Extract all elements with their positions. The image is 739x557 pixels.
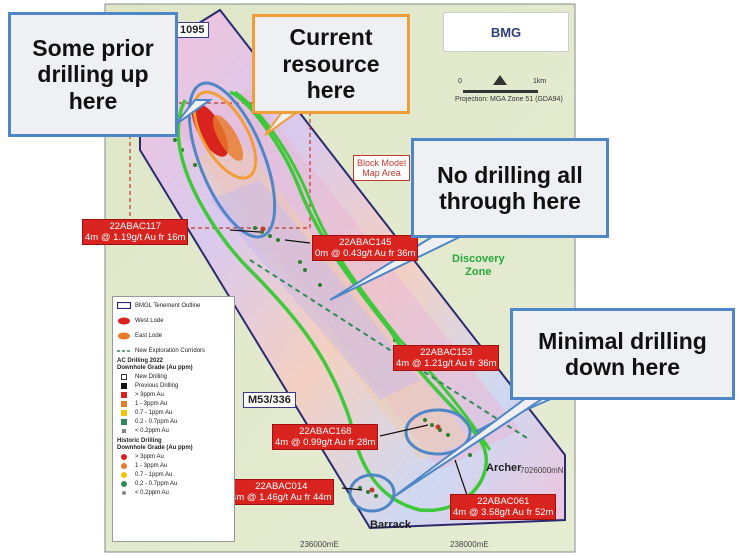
tenement-label-top: 1095 — [175, 22, 210, 38]
drill-id: 22ABAC014 — [255, 481, 308, 492]
axis-e2: 238000mE — [450, 540, 489, 549]
legend-row: < 0.2ppm Au — [117, 488, 230, 497]
current-resource-ellipse — [192, 90, 258, 180]
legend-ac-item: < 0.2ppm Au — [135, 427, 169, 434]
legend-ac-item: 1 - 3ppm Au — [135, 400, 168, 407]
legend-hist-item: < 0.2ppm Au — [135, 489, 169, 496]
callout-minimal-text: Minimal drilling down here — [538, 327, 707, 380]
drill-label-014: 22ABAC014 4m @ 1.46g/t Au fr 44m — [228, 479, 335, 505]
block-model-area — [129, 102, 311, 229]
legend-hist-item: 1 - 3ppm Au — [135, 462, 168, 469]
drill-id: 22ABAC061 — [477, 496, 530, 507]
legend-ac-item: Previous Drilling — [135, 382, 179, 389]
pointer-prior — [174, 99, 214, 126]
scale-zero: 0 — [458, 78, 462, 85]
callout-minimal-drilling: Minimal drilling down here — [510, 308, 735, 400]
west-lode — [191, 103, 229, 157]
prior-drilling-ellipse — [187, 81, 277, 239]
legend-hist-item: > 3ppm Au — [135, 453, 164, 460]
legend-row: New Drilling — [117, 372, 230, 381]
archer-label: Archer — [486, 462, 522, 474]
legend-row: 1 - 3ppm Au — [117, 399, 230, 408]
drill-result: 4m @ 1.46g/t Au fr 44m — [231, 492, 332, 503]
axis-n1: 7026000mN — [520, 466, 564, 475]
legend-hist-item: 0.2 - 0.7ppm Au — [135, 480, 178, 487]
legend-row: New Exploration Corridors — [117, 346, 230, 355]
legend-ac-item: > 3ppm Au — [135, 391, 164, 398]
legend-row: Previous Drilling — [117, 381, 230, 390]
legend-ac-item: New Drilling — [135, 373, 168, 380]
drill-result: 4m @ 3.58g/t Au fr 52m — [453, 507, 554, 518]
bmg-logo: BMG — [443, 12, 569, 52]
drill-result: 4m @ 1.21g/t Au fr 36m — [396, 358, 497, 369]
axis-e1: 236000mE — [300, 540, 339, 549]
legend-ac-item: 0.2 - 0.7ppm Au — [135, 418, 178, 425]
legend-row: 1 - 3ppm Au — [117, 461, 230, 470]
east-lode — [212, 115, 244, 161]
drill-label-061: 22ABAC061 4m @ 3.58g/t Au fr 52m — [450, 494, 557, 520]
tenement-label: M53/336 — [243, 392, 296, 408]
legend-hist-item: 0.7 - 1ppm Au — [135, 471, 173, 478]
legend-row: 0.2 - 0.7ppm Au — [117, 479, 230, 488]
legend-row: 0.7 - 1ppm Au — [117, 408, 230, 417]
drill-result: 4m @ 1.19g/t Au fr 16m — [85, 232, 186, 243]
block-model-label: Block Model Map Area — [353, 155, 411, 181]
barrack-label: Barrack — [370, 519, 411, 531]
drill-label-117: 22ABAC117 4m @ 1.19g/t Au fr 16m — [82, 219, 189, 245]
minimal-drilling-ellipse-1 — [404, 408, 472, 456]
scale-one: 1km — [533, 78, 547, 85]
callout-no-drilling: No drilling all through here — [411, 138, 609, 238]
legend-hist-header: Historic Drilling Downhole Grade (Au ppm… — [117, 438, 193, 451]
callout-prior-text: Some prior drilling up here — [32, 34, 154, 114]
drill-result: 4m @ 0.99g/t Au fr 28m — [275, 437, 376, 448]
callout-current-resource: Current resource here — [252, 14, 410, 114]
drill-id: 22ABAC145 — [339, 237, 392, 248]
legend-tenement: BMGL Tenement Outline — [135, 302, 201, 309]
drill-holes — [173, 138, 472, 498]
legend-corridors: New Exploration Corridors — [135, 347, 206, 354]
legend-west-lode: West Lode — [135, 317, 164, 324]
logo-text: BMG — [490, 24, 522, 40]
new-exploration-corridor — [249, 259, 531, 441]
legend-row: BMGL Tenement Outline — [117, 301, 230, 310]
map-legend: BMGL Tenement Outline West Lode East Lod… — [112, 296, 235, 542]
legend-row: East Lode — [117, 331, 230, 340]
legend-ac-item: 0.7 - 1ppm Au — [135, 409, 173, 416]
legend-row: West Lode — [117, 316, 230, 325]
drill-id: 22ABAC153 — [420, 347, 473, 358]
legend-row: 0.7 - 1ppm Au — [117, 470, 230, 479]
drill-label-153: 22ABAC153 4m @ 1.21g/t Au fr 36m — [393, 345, 500, 371]
north-arrow-icon — [493, 75, 507, 85]
legend-row: > 3ppm Au — [117, 390, 230, 399]
projection-label: Projection: MGA Zone 51 (GDA94) — [455, 96, 563, 103]
drill-label-168: 22ABAC168 4m @ 0.99g/t Au fr 28m — [272, 424, 379, 450]
drill-label-145: 22ABAC145 0m @ 0.43g/t Au fr 36m — [312, 235, 419, 261]
scale-bar — [463, 90, 538, 93]
callout-none-text: No drilling all through here — [437, 161, 583, 214]
callout-prior-drilling: Some prior drilling up here — [8, 12, 178, 137]
legend-row: > 3ppm Au — [117, 452, 230, 461]
minimal-drilling-ellipse-2 — [348, 473, 396, 513]
drill-id: 22ABAC117 — [109, 221, 162, 232]
legend-ac-header: AC Drilling 2022 Downhole Grade (Au ppm) — [117, 358, 193, 371]
legend-east-lode: East Lode — [135, 332, 163, 339]
exploration-corridor — [234, 90, 492, 451]
legend-row: 0.2 - 0.7ppm Au — [117, 417, 230, 426]
drill-result: 0m @ 0.43g/t Au fr 36m — [315, 248, 416, 259]
drill-id: 22ABAC168 — [299, 426, 352, 437]
legend-row: < 0.2ppm Au — [117, 426, 230, 435]
discovery-zone-label: Discovery Zone — [452, 253, 505, 278]
callout-current-text: Current resource here — [282, 24, 380, 104]
